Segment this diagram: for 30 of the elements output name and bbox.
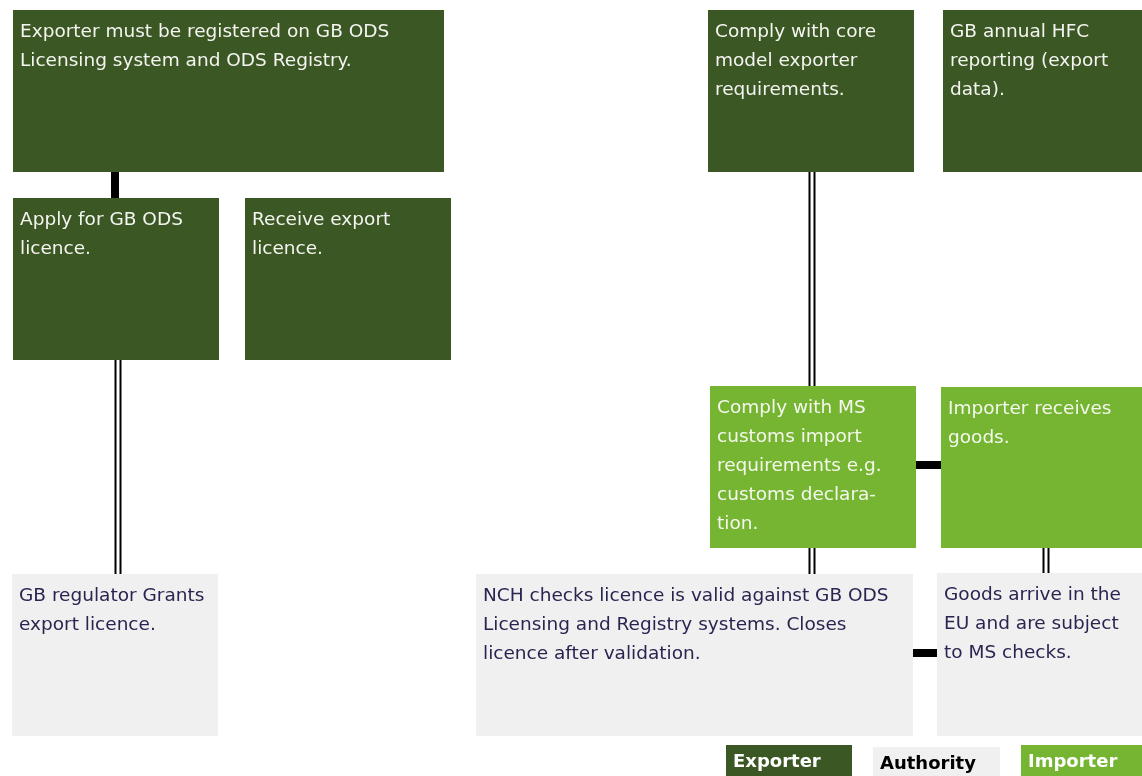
- step-text: Importer receives goods.: [948, 396, 1113, 449]
- legend-text: Authority: [880, 752, 976, 773]
- step-text: NCH checks licence is valid against GB ODS Licensing and Registry systems. Closes licence after validation.: [483, 583, 890, 665]
- connector-line: [114, 359, 122, 575]
- step-text: Goods arrive in the EU and are subject to MS checks.: [944, 582, 1122, 664]
- process-box: [12, 574, 218, 736]
- step-text: GB annual HFC reporting (export data).: [950, 19, 1110, 101]
- connector-line: [1042, 547, 1050, 574]
- process-box: [13, 198, 219, 360]
- process-box: [937, 573, 1142, 736]
- process-box: [943, 10, 1142, 172]
- connector-line: [913, 649, 937, 657]
- step-text: Comply with core model exporter requirements.: [715, 19, 878, 101]
- step-text: Comply with MS customs import requirements e.g. customs declara-tion.: [717, 395, 883, 535]
- connector-line: [808, 547, 816, 575]
- step-text: Receive export licence.: [252, 207, 392, 260]
- legend-text: Exporter: [733, 750, 821, 771]
- step-text: Exporter must be registered on GB ODS Licensing system and ODS Registry.: [20, 19, 391, 72]
- process-box: [710, 386, 916, 548]
- process-box: [476, 574, 913, 736]
- connector-line: [916, 461, 941, 469]
- step-text: GB regulator Grants export licence.: [19, 583, 206, 636]
- legend-text: Importer: [1028, 750, 1118, 771]
- process-box: [245, 198, 451, 360]
- step-text: Apply for GB ODS licence.: [20, 207, 184, 260]
- connector-line: [808, 171, 816, 387]
- process-box: [708, 10, 914, 172]
- process-box: [13, 10, 444, 172]
- connector-line: [111, 172, 119, 198]
- process-box: [941, 387, 1142, 548]
